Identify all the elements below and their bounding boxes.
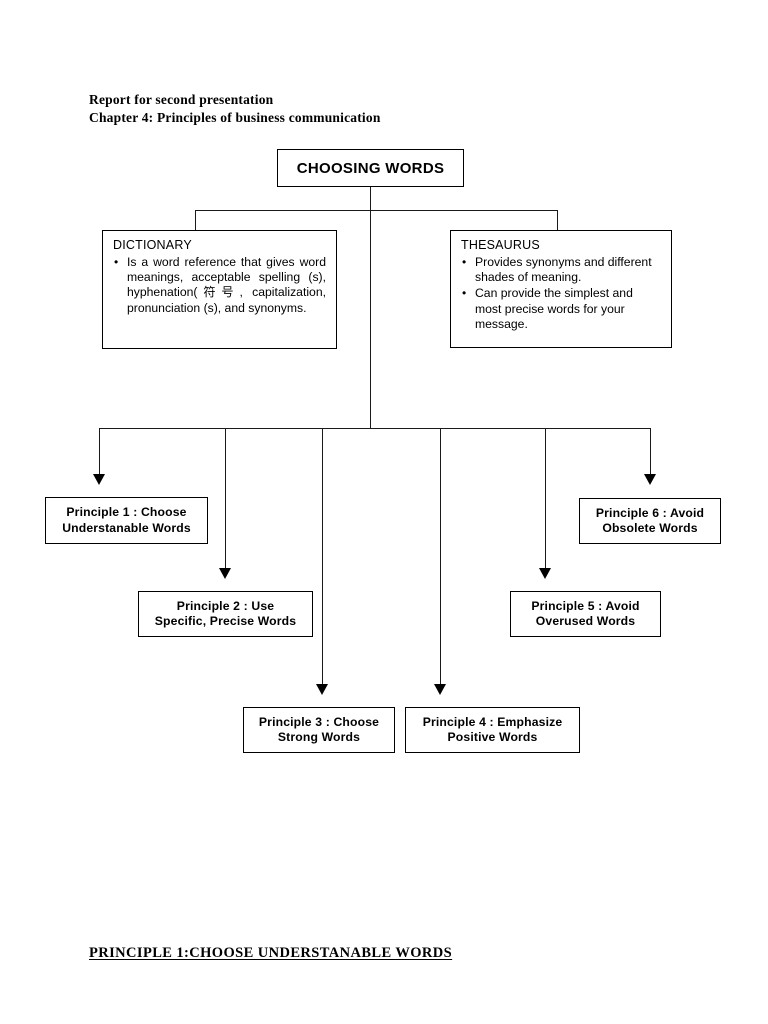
principle-box-4: Principle 4 : Emphasize Positive Words (405, 707, 580, 753)
thesaurus-bullet: Provides synonyms and different shades o… (461, 254, 661, 285)
principle-box-6: Principle 6 : Avoid Obsolete Words (579, 498, 721, 544)
principle-box-2: Principle 2 : Use Specific, Precise Word… (138, 591, 313, 637)
connector-branch-principle-6 (650, 428, 651, 476)
principle-4-line-2: Positive Words (447, 730, 538, 744)
connector-to-dictionary (195, 210, 196, 231)
thesaurus-box: THESAURUS Provides synonyms and differen… (450, 230, 672, 348)
principle-3-line-2: Strong Words (277, 730, 361, 744)
principle-4-line-1: Principle 4 : Emphasize (422, 714, 563, 729)
principle-4-label: Principle 4 : Emphasize Positive Words (419, 715, 567, 746)
diagram-root-box: CHOOSING WORDS (277, 149, 464, 187)
principle-box-3: Principle 3 : Choose Strong Words (243, 707, 395, 753)
principle-2-line-1: Principle 2 : Use (176, 598, 275, 613)
connector-branch-principle-2 (225, 428, 226, 570)
arrowhead-principle-6 (644, 474, 656, 485)
principle-2-label: Principle 2 : Use Specific, Precise Word… (151, 599, 300, 630)
connector-principles-bus (99, 428, 651, 429)
report-title-line-1: Report for second presentation (89, 92, 274, 107)
dictionary-bullet-list: Is a word reference that gives word mean… (113, 255, 326, 316)
principle-1-line-1: Principle 1 : Choose (66, 505, 187, 519)
principle-6-label: Principle 6 : Avoid Obsolete Words (592, 506, 708, 537)
dictionary-box: DICTIONARY Is a word reference that give… (102, 230, 337, 349)
principle-box-1: Principle 1 : Choose Understanable Words (45, 497, 208, 544)
arrowhead-principle-5 (539, 568, 551, 579)
thesaurus-bullet-list: Provides synonyms and different shades o… (461, 254, 661, 332)
connector-branch-principle-5 (545, 428, 546, 570)
connector-branch-principle-1 (99, 428, 100, 476)
section-heading-principle-1: PRINCIPLE 1:CHOOSE UNDERSTANABLE WORDS (89, 945, 453, 961)
arrowhead-principle-3 (316, 684, 328, 695)
principle-5-line-2: Overused Words (535, 614, 636, 628)
arrowhead-principle-1 (93, 474, 105, 485)
principle-3-label: Principle 3 : Choose Strong Words (255, 715, 383, 746)
arrowhead-principle-4 (434, 684, 446, 695)
connector-branch-principle-4 (440, 428, 441, 686)
principle-3-line-1: Principle 3 : Choose (258, 714, 380, 729)
connector-central-spine (370, 210, 371, 429)
principle-1-label: Principle 1 : Choose Understanable Words (58, 505, 195, 536)
arrowhead-principle-2 (219, 568, 231, 579)
principle-box-5: Principle 5 : Avoid Overused Words (510, 591, 661, 637)
principle-1-line-2: Understanable Words (62, 520, 191, 535)
principle-6-line-1: Principle 6 : Avoid (595, 505, 705, 520)
principle-5-label: Principle 5 : Avoid Overused Words (527, 599, 643, 630)
thesaurus-bullet: Can provide the simplest and most precis… (461, 286, 661, 332)
connector-to-thesaurus (557, 210, 558, 231)
connector-reference-bus (195, 210, 558, 211)
dictionary-bullet: Is a word reference that gives word mean… (113, 255, 326, 316)
report-chapter-line: Chapter 4: Principles of business commun… (89, 110, 381, 125)
principle-6-line-2: Obsolete Words (602, 521, 698, 535)
connector-root-stem (370, 187, 371, 211)
connector-branch-principle-3 (322, 428, 323, 686)
diagram-root-label: CHOOSING WORDS (296, 159, 445, 177)
thesaurus-title: THESAURUS (461, 238, 540, 252)
principle-5-line-1: Principle 5 : Avoid (531, 598, 640, 613)
principle-2-line-2: Specific, Precise Words (154, 614, 297, 628)
dictionary-title: DICTIONARY (113, 238, 192, 252)
